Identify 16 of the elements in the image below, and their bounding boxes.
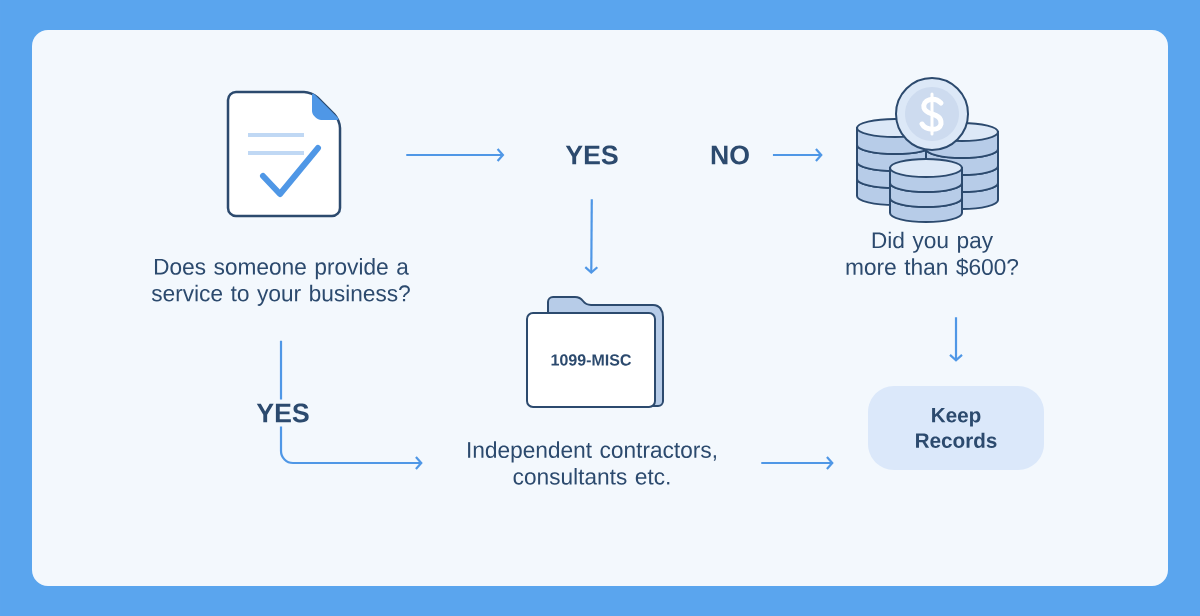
folder-drawing: 1099-MISC [526, 296, 664, 408]
answer-label: YES [565, 145, 618, 165]
arrow [584, 199, 599, 274]
arrow [761, 456, 834, 470]
answer-label: NO [711, 145, 749, 165]
document-drawing [226, 90, 342, 218]
question-text: Did you pay more than $600? [846, 231, 1019, 277]
result-box: Keep Records [868, 386, 1044, 470]
arrow [772, 148, 823, 162]
coins-drawing [856, 77, 999, 223]
arrow [406, 148, 505, 162]
edge-label: YES [252, 399, 314, 427]
arrow [949, 317, 963, 362]
description-text: Independent contractors, consultants etc. [468, 441, 716, 485]
question-text: Does someone provide a service to your business? [151, 258, 410, 306]
arrow [279, 340, 423, 470]
